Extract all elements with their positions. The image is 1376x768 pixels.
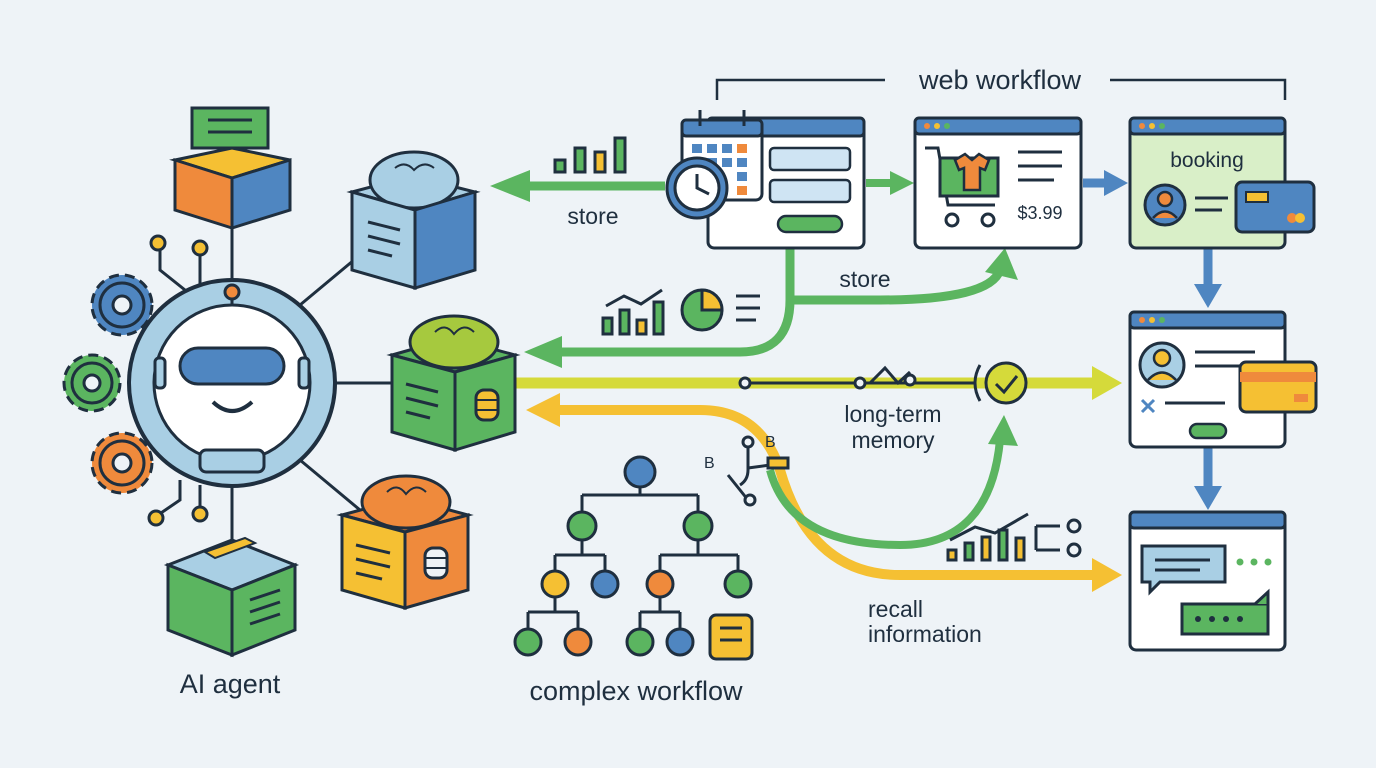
branch-label-b2: B <box>704 455 715 472</box>
flow-arrows <box>490 170 1222 592</box>
long-term-label-line1: long-term <box>844 401 941 427</box>
credit-card-icon <box>1234 180 1316 234</box>
branch-nodes <box>726 435 790 507</box>
brain-icon <box>368 150 460 210</box>
store-arrow-mid <box>560 248 795 357</box>
store-label-top: store <box>567 203 618 229</box>
user-icon <box>1143 183 1187 227</box>
brain-icon <box>408 314 500 370</box>
shopping-window <box>913 116 1083 250</box>
database-icon <box>474 388 500 422</box>
price-label: $3.99 <box>1017 203 1062 223</box>
tshirt-icon <box>953 152 991 192</box>
gear-icon <box>90 431 154 495</box>
memory-line-nodes <box>738 364 982 402</box>
clock-icon <box>665 156 729 220</box>
brain-box-blue <box>346 150 481 291</box>
database-icon <box>423 546 449 580</box>
bar-chart-icon <box>553 136 627 174</box>
complex-workflow-label: complex workflow <box>529 676 743 706</box>
brain-icon <box>360 474 452 530</box>
web-workflow-bracket <box>715 78 1287 100</box>
pie-chart-icon <box>680 288 760 332</box>
branch-label-b1: B <box>765 434 776 451</box>
payment-window <box>1128 310 1318 449</box>
box-icon <box>169 106 292 231</box>
tree-icon <box>513 455 754 661</box>
long-term-label-line2: memory <box>851 427 935 453</box>
store-label-mid: store <box>839 266 890 292</box>
brain-box-orange <box>336 474 474 610</box>
booking-label: booking <box>1170 149 1244 172</box>
checkmark-icon <box>984 361 1028 405</box>
calendar-window <box>706 116 866 250</box>
chat-icon <box>1140 544 1227 596</box>
gear-icon <box>62 353 122 413</box>
recall-label-line2: information <box>868 621 982 647</box>
robot-icon <box>127 278 337 488</box>
credit-card-icon <box>1238 360 1318 414</box>
box-icon <box>163 536 300 658</box>
user-icon <box>1138 341 1186 389</box>
web-workflow-label: web workflow <box>918 65 1082 95</box>
chat-icon <box>1180 588 1270 636</box>
recall-label-line1: recall <box>868 596 923 622</box>
ai-agent-label: AI agent <box>180 669 281 699</box>
gear-icon <box>90 273 154 337</box>
booking-window <box>1128 116 1316 250</box>
recall-arrow <box>560 405 1095 580</box>
bar-chart-icon <box>946 512 1082 562</box>
chat-window <box>1128 510 1287 652</box>
brain-box-green <box>386 314 521 453</box>
bar-chart-icon <box>601 288 665 336</box>
